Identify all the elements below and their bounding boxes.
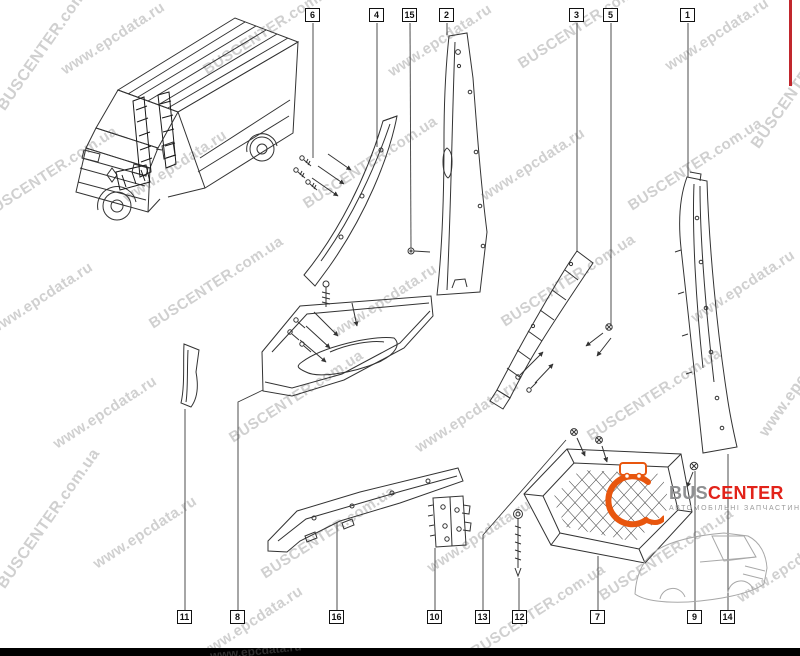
callout-9[interactable]: 9 xyxy=(687,610,702,624)
van-sketch xyxy=(634,532,768,603)
callout-8[interactable]: 8 xyxy=(230,610,245,624)
callout-10[interactable]: 10 xyxy=(427,610,442,624)
callout-3[interactable]: 3 xyxy=(569,8,584,22)
logo-brand-center: CENTER xyxy=(707,483,784,503)
callout-15[interactable]: 15 xyxy=(402,8,417,22)
callout-11[interactable]: 11 xyxy=(177,610,192,624)
red-edge-stripe xyxy=(789,0,792,86)
van-interior-trims xyxy=(115,91,177,191)
callout-13[interactable]: 13 xyxy=(475,610,490,624)
bolt-12 xyxy=(513,509,523,578)
screw-9 xyxy=(686,461,699,488)
mounting-bracket-part xyxy=(427,495,472,548)
callout-6[interactable]: 6 xyxy=(305,8,320,22)
b-pillar-trim-part xyxy=(436,32,488,296)
sill-trim-part xyxy=(267,467,464,553)
callout-1[interactable]: 1 xyxy=(680,8,695,22)
logo-brand-bus: BUS xyxy=(669,483,708,503)
callout-7[interactable]: 7 xyxy=(590,610,605,624)
clip-15 xyxy=(407,247,431,255)
bottom-bar-watermark: www.epcdata.ru xyxy=(210,648,303,656)
callout-5[interactable]: 5 xyxy=(603,8,618,22)
screws-step-trim xyxy=(287,280,359,363)
front-pillar-lower-trim-part xyxy=(180,343,200,408)
callout-2[interactable]: 2 xyxy=(439,8,454,22)
logo-swoosh-icon xyxy=(605,462,664,528)
c-pillar-trim-part xyxy=(489,250,594,410)
screws-6 xyxy=(293,153,352,197)
screws-13 xyxy=(570,428,609,463)
bottom-bar: www.epcdata.ru xyxy=(0,648,800,656)
callout-4[interactable]: 4 xyxy=(369,8,384,22)
logo-subtitle: АВТОМОБІЛЬНІ ЗАПЧАСТИНИ xyxy=(669,505,800,512)
buscenter-logo: BUSCENTER АВТОМОБІЛЬНІ ЗАПЧАСТИНИ xyxy=(602,462,800,534)
van-illustration xyxy=(75,17,300,221)
door-step-trim-part xyxy=(261,295,434,397)
callout-12[interactable]: 12 xyxy=(512,610,527,624)
leader-lines xyxy=(184,22,729,610)
screws-5 xyxy=(515,323,613,393)
callout-16[interactable]: 16 xyxy=(329,610,344,624)
logo-brand: BUSCENTER xyxy=(669,484,800,502)
a-pillar-trim-part xyxy=(303,115,398,287)
right-pillar-trim-part xyxy=(674,171,738,454)
callout-14[interactable]: 14 xyxy=(720,610,735,624)
